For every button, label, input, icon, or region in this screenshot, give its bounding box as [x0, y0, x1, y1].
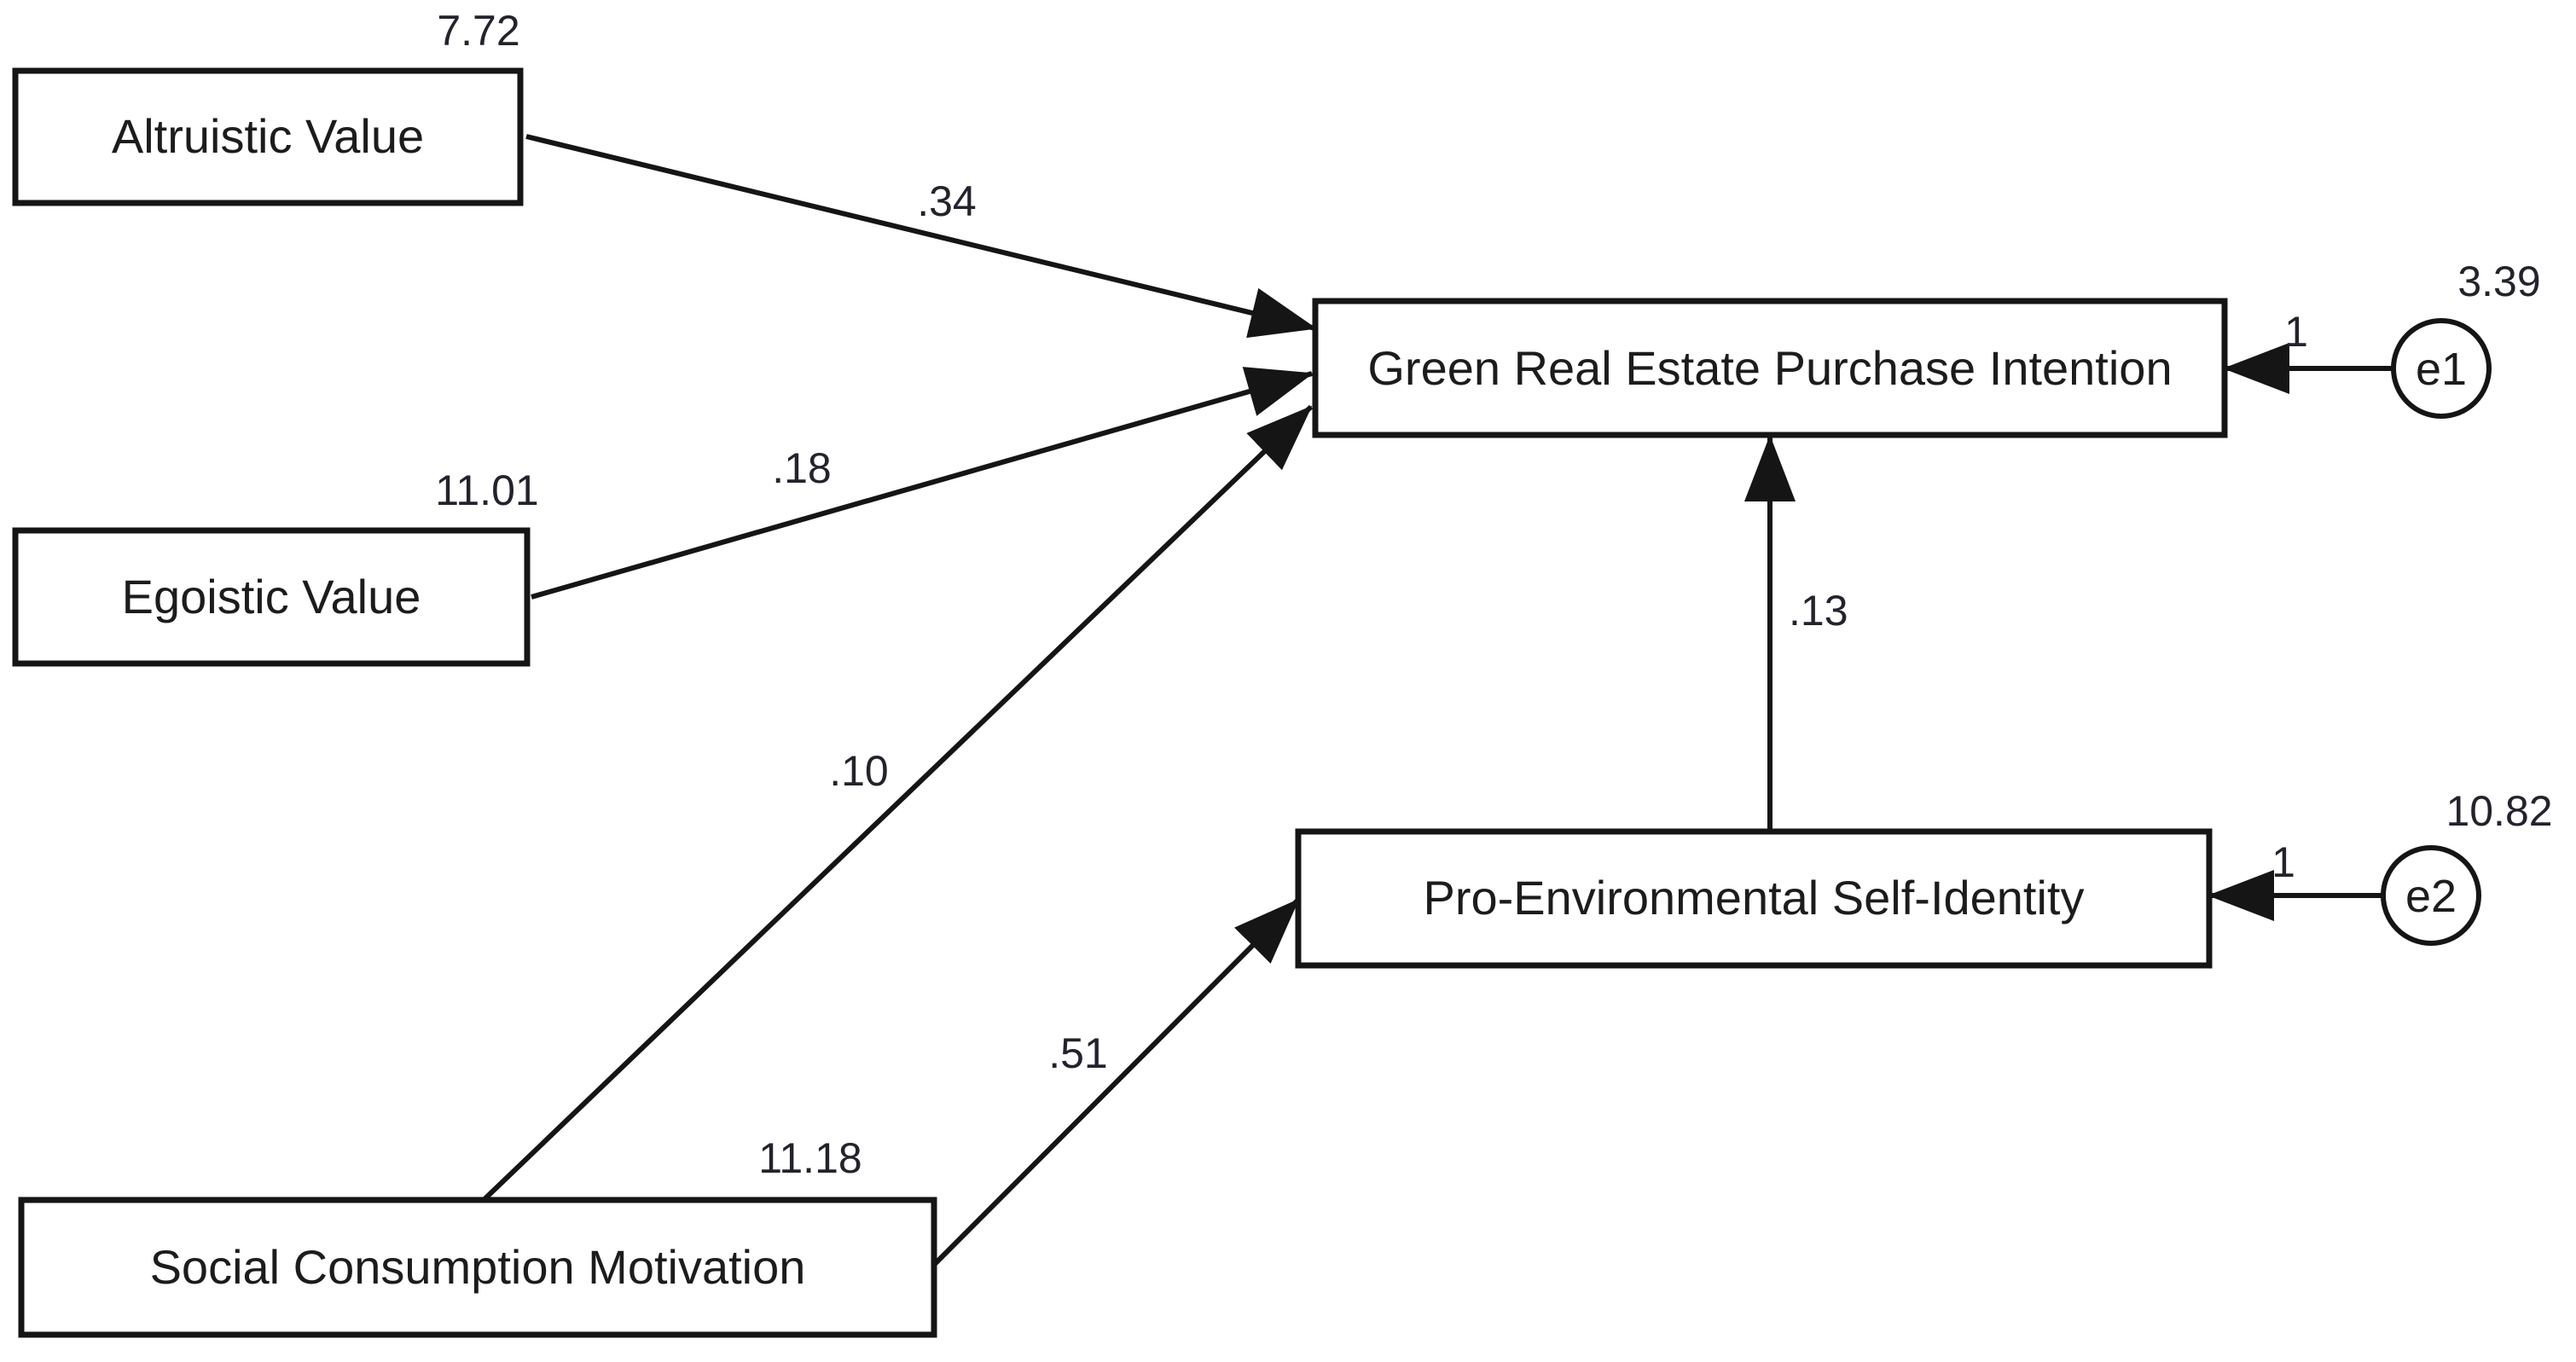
error-term-e1-circle [2391, 318, 2492, 419]
coefficient-social-to-intention: .10 [829, 747, 889, 795]
social-consumption-motivation-node [18, 1197, 937, 1338]
egoistic-value-label: Egoistic Value [122, 570, 421, 623]
path-social-to-intention [481, 404, 1314, 1203]
egoistic-value-node [12, 527, 531, 667]
coefficient-egoistic-to-intention: .18 [772, 444, 832, 492]
green-real-estate-purchase-intention-node [1312, 298, 2228, 438]
coefficient-altruistic-to-intention: .34 [917, 177, 977, 225]
path-egoistic-to-intention [531, 367, 1314, 600]
error-term-e2-circle [2381, 845, 2481, 946]
coefficient-identity-to-intention: .13 [1789, 587, 1848, 635]
e1-variance: 3.39 [2457, 258, 2540, 305]
altruistic-value-node [12, 67, 524, 206]
altruistic-value-label: Altruistic Value [112, 109, 424, 163]
e1-loading-label: 1 [2284, 308, 2308, 356]
e2-loading-label: 1 [2271, 838, 2295, 886]
e1-label: e1 [2416, 344, 2467, 395]
egoistic-value-variance: 11.01 [435, 467, 538, 514]
pro-environmental-self-identity-label: Pro-Environmental Self-Identity [1423, 871, 2084, 924]
e2-label: e2 [2405, 871, 2457, 922]
path-social-to-identity [931, 897, 1301, 1267]
coefficient-social-to-identity: .51 [1048, 1029, 1108, 1077]
green-real-estate-purchase-intention-label: Green Real Estate Purchase Intention [1367, 341, 2172, 395]
path-altruistic-to-intention [525, 134, 1317, 339]
altruistic-value-variance: 7.72 [437, 7, 519, 55]
e2-variance: 10.82 [2445, 787, 2552, 835]
social-consumption-motivation-variance: 11.18 [758, 1134, 862, 1182]
pro-environmental-self-identity-node [1295, 828, 2213, 969]
social-consumption-motivation-label: Social Consumption Motivation [150, 1240, 806, 1294]
